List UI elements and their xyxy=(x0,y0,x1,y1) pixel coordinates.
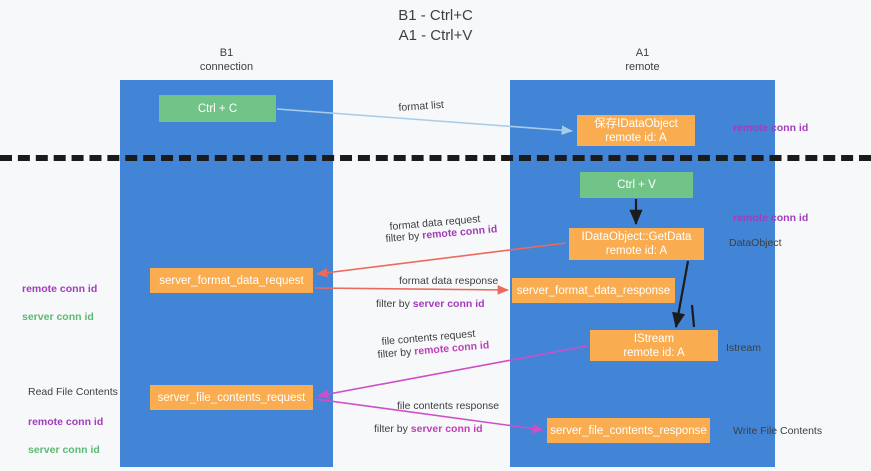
annotation-left-conn-ids: remote conn id server conn id xyxy=(22,268,97,338)
node-server-format-data-request[interactable]: server_format_data_request xyxy=(150,268,313,293)
filter-prefix: filter by xyxy=(374,423,411,435)
phase-divider xyxy=(0,155,871,161)
edge-format-data-response xyxy=(314,285,509,295)
page-title: B1 - Ctrl+C A1 - Ctrl+V xyxy=(398,7,473,44)
edge-label-file-contents-response-filter: filter by server conn id xyxy=(374,422,483,436)
edge-label-format-data-response: format data response xyxy=(399,275,499,287)
edge-label-format-list: format list xyxy=(398,98,445,114)
annotation-remote-conn-id-left-2: remote conn id xyxy=(28,416,104,428)
annotation-server-conn-id-left: server conn id xyxy=(22,311,94,323)
filter-prefix: filter by xyxy=(376,298,413,310)
annotation-remote-conn-id-left: remote conn id xyxy=(22,283,98,295)
edge-label-format-data-response-filter: filter by server conn id xyxy=(376,297,485,311)
annotation-read-file-contents: Read File Contents xyxy=(28,386,118,398)
annotation-remote-conn-id-mid: remote conn id xyxy=(733,212,809,224)
node-server-file-contents-request[interactable]: server_file_contents_request xyxy=(150,385,313,410)
annotation-dataobject: DataObject xyxy=(729,237,782,249)
swimlane-b1-label: B1 connection xyxy=(199,47,254,73)
node-ctrl-c[interactable]: Ctrl + C xyxy=(159,95,276,122)
annotation-remote-conn-id-top: remote conn id xyxy=(733,122,809,134)
annotation-server-conn-id-left-2: server conn id xyxy=(28,444,100,456)
node-ctrl-v[interactable]: Ctrl + V xyxy=(580,172,693,198)
edge-label-file-contents-response: file contents response xyxy=(397,400,500,412)
node-idataobject[interactable]: 保存IDataObject remote id: A xyxy=(577,115,695,146)
annotation-istream: Istream xyxy=(726,342,762,354)
annotation-write-file-contents: Write File Contents xyxy=(733,425,823,437)
filter-prefix: filter by xyxy=(377,345,415,361)
node-idataobject-getdata[interactable]: IDataObject::GetData remote id: A xyxy=(569,228,704,260)
node-server-file-contents-response[interactable]: server_file_contents_response xyxy=(547,418,710,443)
node-istream[interactable]: IStream remote id: A xyxy=(590,330,718,361)
filter-value-server-conn-id: server conn id xyxy=(412,298,485,310)
annotation-left-conn-ids-2: remote conn id server conn id xyxy=(28,401,103,471)
swimlane-a1-label: A1 remote xyxy=(625,47,660,73)
filter-prefix: filter by xyxy=(385,229,423,245)
node-server-format-data-response[interactable]: server_format_data_response xyxy=(512,278,675,303)
filter-value-server-conn-id: server conn id xyxy=(410,423,483,435)
